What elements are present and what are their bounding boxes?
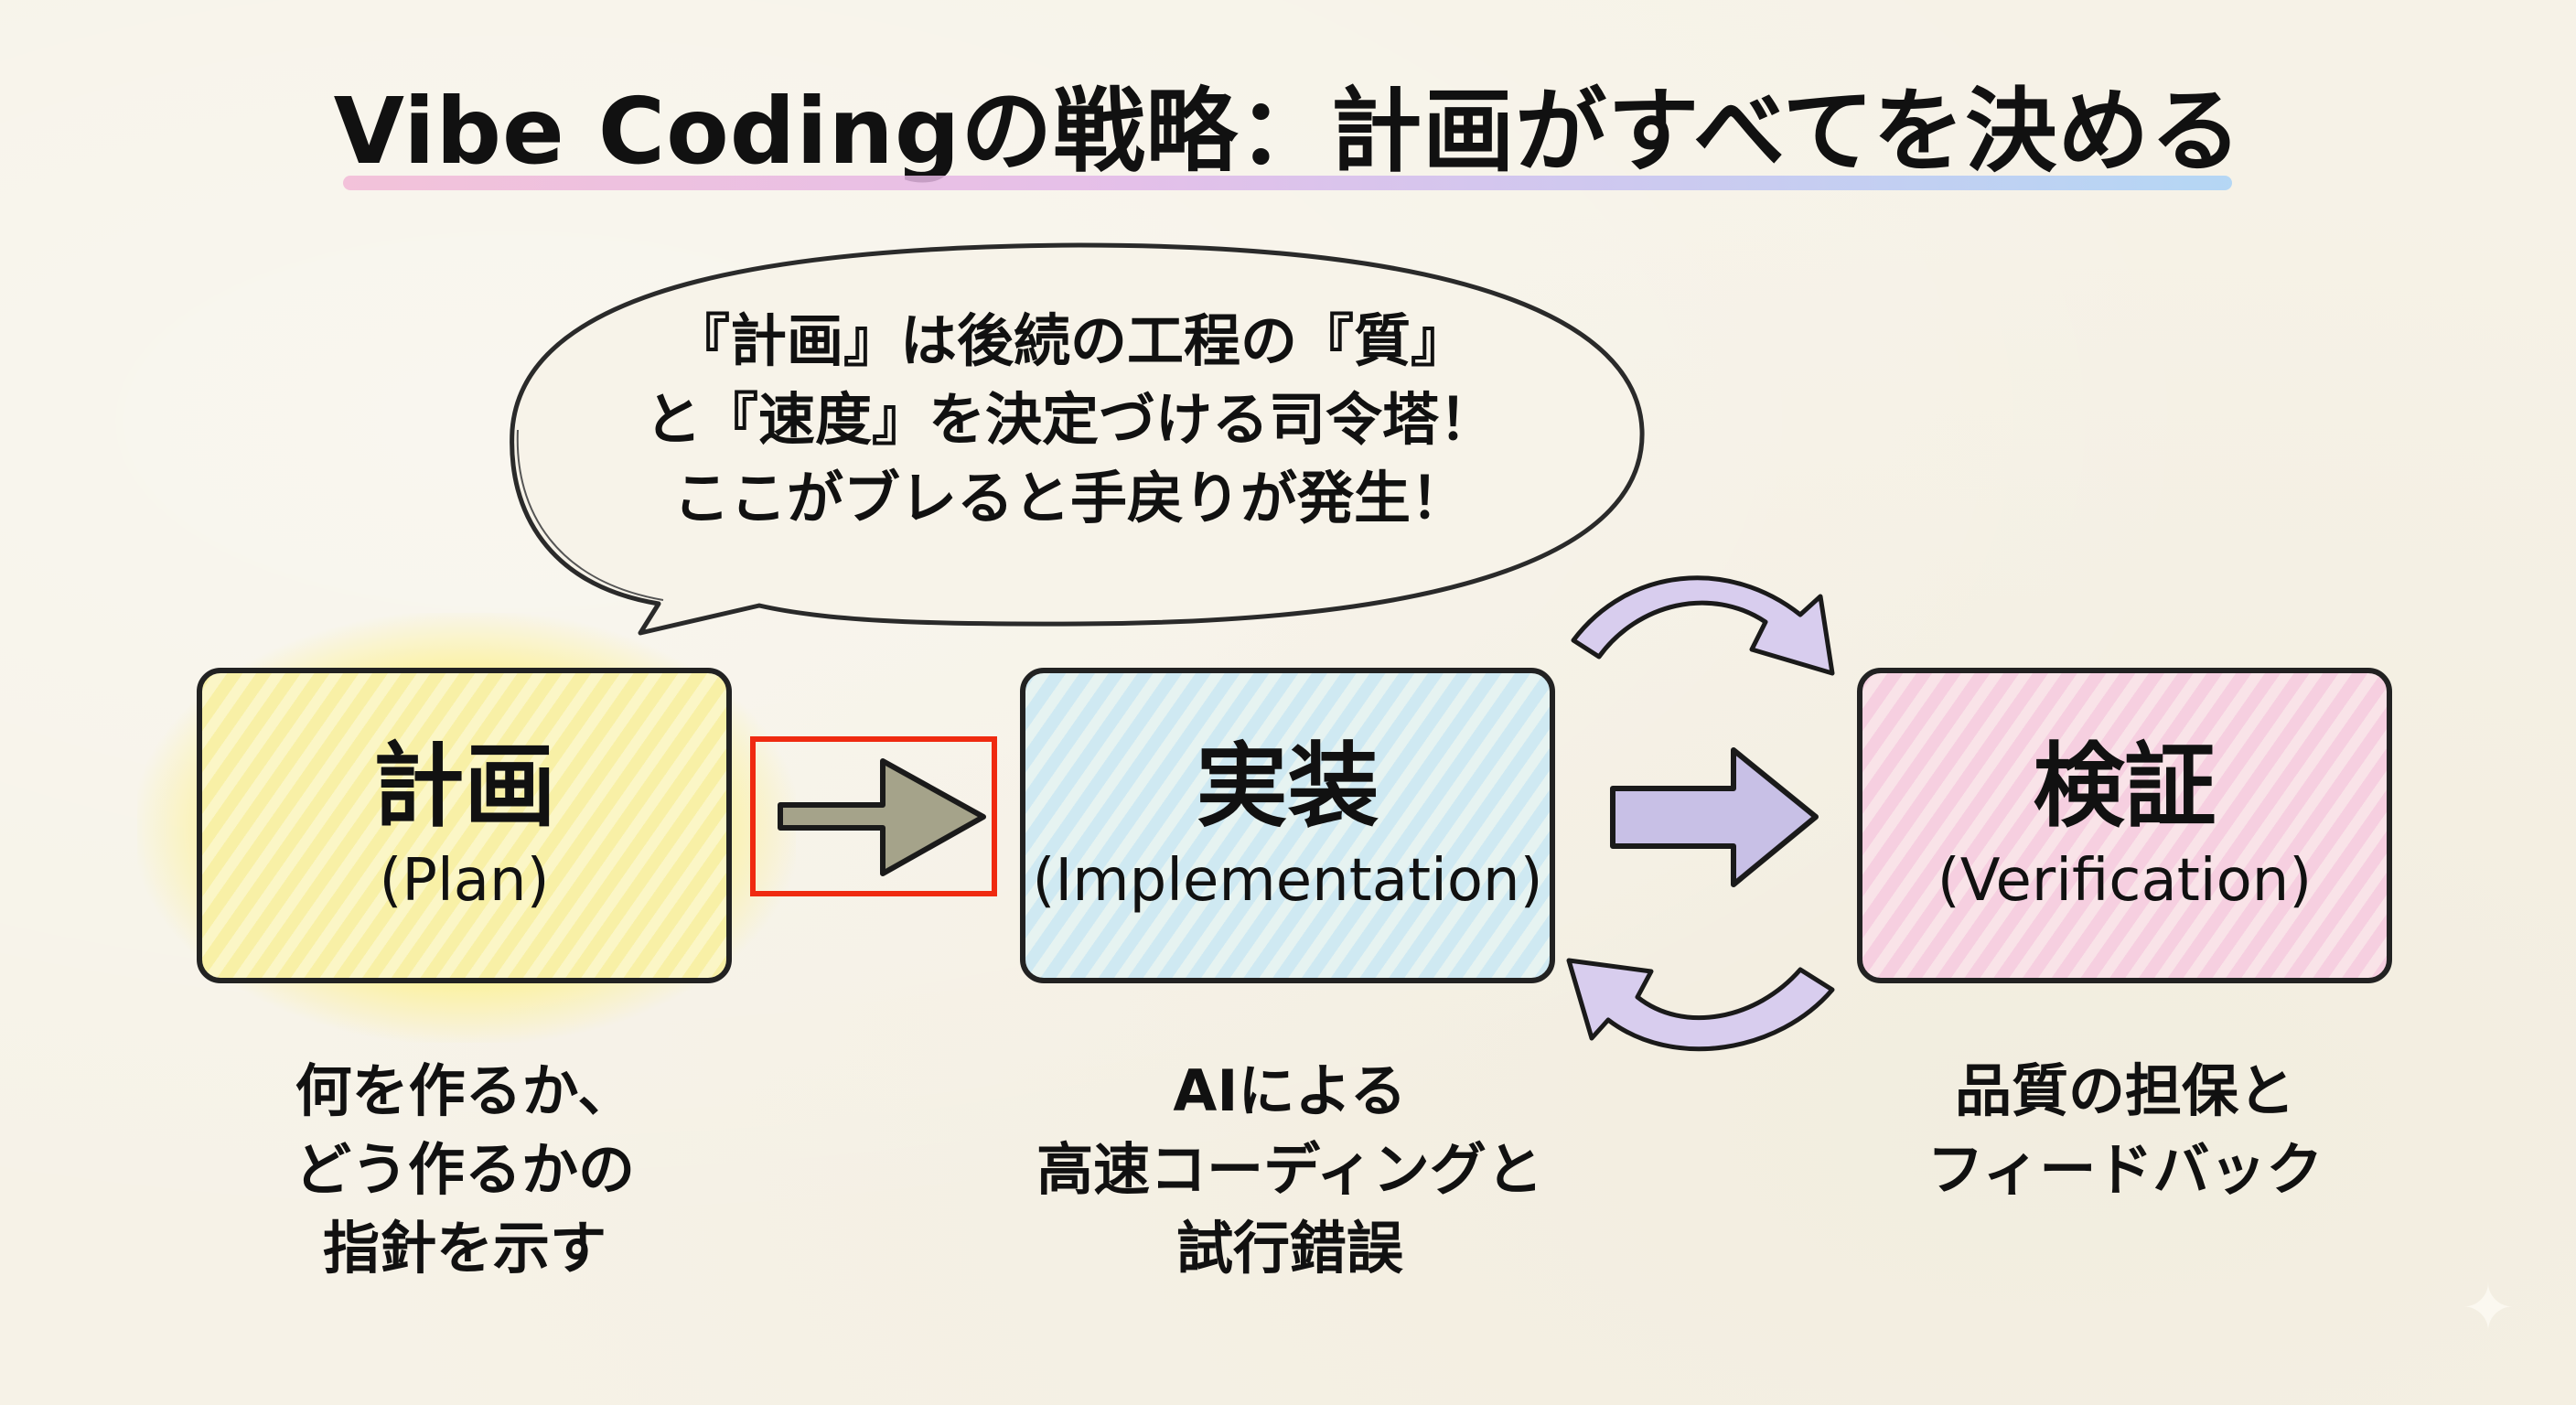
sparkle-watermark-icon: ✦ bbox=[2461, 1271, 2516, 1346]
step-plan-title: 計画 bbox=[372, 732, 556, 840]
speech-line: と『速度』を決定づける司令塔！ bbox=[644, 386, 1496, 453]
step-implementation-title: 実装 bbox=[1196, 732, 1379, 840]
speech-line: ここがブレると手戻りが発生！ bbox=[672, 465, 1467, 531]
step-verification-box: 検証 (Verification) bbox=[1857, 668, 2392, 983]
step-verification-title: 検証 bbox=[2033, 732, 2216, 840]
description-line: 試行錯誤 bbox=[1175, 1215, 1403, 1282]
arrow-right-icon bbox=[1610, 747, 1819, 887]
speech-bubble bbox=[510, 242, 1645, 636]
step-implementation-box: 実装 (Implementation) bbox=[1020, 668, 1555, 983]
step-verification-description: 品質の担保と フィードバック bbox=[1805, 1052, 2445, 1209]
description-line: 何を作るか、 bbox=[295, 1057, 635, 1124]
step-plan-subtitle: (Plan) bbox=[379, 846, 550, 915]
speech-bubble-text: 『計画』は後続の工程の『質』 と『速度』を決定づける司令塔！ ここがブレると手戻… bbox=[512, 302, 1628, 538]
arrow-highlight-frame bbox=[750, 736, 997, 896]
description-line: 品質の担保と bbox=[1954, 1057, 2295, 1124]
page-title: Vibe Codingの戦略：計画がすべてを決める bbox=[333, 78, 2243, 185]
description-line: どう作るかの bbox=[294, 1136, 635, 1203]
description-line: 指針を示す bbox=[322, 1215, 606, 1282]
step-implementation-description: AIによる 高速コーディングと 試行錯誤 bbox=[970, 1052, 1610, 1288]
title-underline bbox=[343, 176, 2232, 190]
speech-line: 『計画』は後続の工程の『質』 bbox=[672, 307, 1467, 374]
step-plan-description: 何を作るか、 どう作るかの 指針を示す bbox=[145, 1052, 785, 1288]
step-plan-box: 計画 (Plan) bbox=[197, 668, 732, 983]
curved-arrow-left-icon bbox=[1566, 958, 1835, 1052]
description-line: AIによる bbox=[1173, 1057, 1407, 1124]
step-implementation-subtitle: (Implementation) bbox=[1032, 846, 1543, 915]
curved-arrow-right-icon bbox=[1571, 575, 1835, 676]
arrow-right-icon bbox=[778, 758, 986, 876]
description-line: フィードバック bbox=[1927, 1136, 2324, 1203]
step-verification-subtitle: (Verification) bbox=[1937, 846, 2313, 915]
description-line: 高速コーディングと bbox=[1036, 1136, 1543, 1203]
